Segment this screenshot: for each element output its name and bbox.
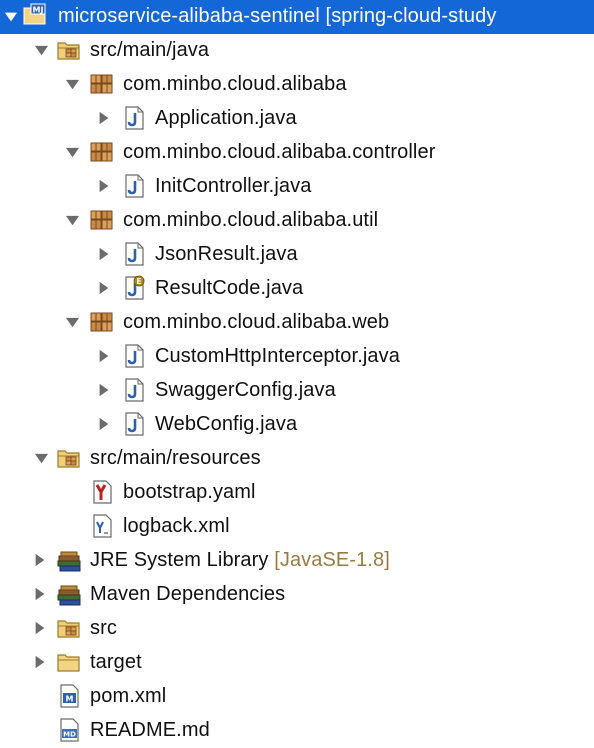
- tree-item-logback-xml[interactable]: logback.xml: [0, 509, 594, 543]
- maven-project-icon: [22, 2, 48, 28]
- expand-toggle[interactable]: [93, 169, 115, 203]
- tree-item-label: InitController.java: [155, 175, 312, 197]
- expand-toggle[interactable]: [61, 67, 83, 101]
- package-icon: [89, 139, 115, 165]
- library-name: JRE System Library: [90, 549, 269, 571]
- xml-file-icon: [89, 513, 115, 539]
- java-file-icon: [121, 173, 147, 199]
- tree-item-folder-target[interactable]: target: [0, 645, 594, 679]
- tree-item-package-web[interactable]: com.minbo.cloud.alibaba.web: [0, 305, 594, 339]
- expand-toggle[interactable]: [30, 33, 52, 67]
- tree-item-label: SwaggerConfig.java: [155, 379, 336, 401]
- tree-item-application-java[interactable]: Application.java: [0, 101, 594, 135]
- tree-item-label: README.md: [90, 719, 210, 741]
- tree-item-readme-md[interactable]: README.md: [0, 713, 594, 747]
- library-version-suffix: [JavaSE-1.8]: [274, 549, 390, 571]
- tree-item-webconfig-java[interactable]: WebConfig.java: [0, 407, 594, 441]
- java-file-icon: [121, 411, 147, 437]
- expand-toggle[interactable]: [29, 543, 51, 577]
- tree-item-customhttpinterceptor-java[interactable]: CustomHttpInterceptor.java: [0, 339, 594, 373]
- expand-toggle[interactable]: [93, 339, 115, 373]
- tree-item-folder-src[interactable]: src: [0, 611, 594, 645]
- expand-toggle[interactable]: [93, 271, 115, 305]
- expand-toggle[interactable]: [61, 305, 83, 339]
- tree-item-label: bootstrap.yaml: [123, 481, 256, 503]
- tree-item-package-util[interactable]: com.minbo.cloud.alibaba.util: [0, 203, 594, 237]
- tree-item-maven-dependencies[interactable]: Maven Dependencies: [0, 577, 594, 611]
- tree-item-label: microservice-alibaba-sentinel [spring-cl…: [58, 5, 497, 27]
- tree-item-label: logback.xml: [123, 515, 230, 537]
- tree-item-pom-xml[interactable]: pom.xml: [0, 679, 594, 713]
- tree-item-project[interactable]: microservice-alibaba-sentinel [spring-cl…: [0, 0, 594, 34]
- package-icon: [89, 71, 115, 97]
- expand-toggle[interactable]: [29, 645, 51, 679]
- library-icon: [56, 547, 82, 573]
- expand-toggle[interactable]: [93, 101, 115, 135]
- tree-item-label: pom.xml: [90, 685, 167, 707]
- folder-icon: [56, 649, 82, 675]
- tree-item-label: Maven Dependencies: [90, 583, 286, 605]
- tree-item-src-main-java[interactable]: src/main/java: [0, 33, 594, 67]
- tree-item-src-main-resources[interactable]: src/main/resources: [0, 441, 594, 475]
- expand-toggle[interactable]: [30, 441, 52, 475]
- tree-item-jsonresult-java[interactable]: JsonResult.java: [0, 237, 594, 271]
- expand-toggle[interactable]: [61, 203, 83, 237]
- expand-toggle[interactable]: [93, 373, 115, 407]
- java-file-icon: [121, 377, 147, 403]
- tree-item-package-controller[interactable]: com.minbo.cloud.alibaba.controller: [0, 135, 594, 169]
- tree-item-label: src: [90, 617, 117, 639]
- tree-item-bootstrap-yaml[interactable]: bootstrap.yaml: [0, 475, 594, 509]
- package-icon: [89, 309, 115, 335]
- tree-item-label: CustomHttpInterceptor.java: [155, 345, 400, 367]
- tree-item-label: ResultCode.java: [155, 277, 304, 299]
- expand-toggle[interactable]: [29, 611, 51, 645]
- tree-item-label: com.minbo.cloud.alibaba.controller: [123, 141, 436, 163]
- maven-pom-icon: [56, 683, 82, 709]
- source-folder-icon: [56, 37, 82, 63]
- tree-item-label: src/main/resources: [90, 447, 261, 469]
- library-icon: [56, 581, 82, 607]
- java-enum-file-icon: [121, 275, 147, 301]
- tree-item-label: JRE System Library [JavaSE-1.8]: [90, 543, 390, 577]
- folder-icon: [56, 615, 82, 641]
- source-folder-icon: [56, 445, 82, 471]
- tree-item-label: src/main/java: [90, 39, 210, 61]
- java-file-icon: [121, 241, 147, 267]
- yaml-file-icon: [89, 479, 115, 505]
- expand-toggle[interactable]: [0, 0, 22, 34]
- tree-item-label: WebConfig.java: [155, 413, 298, 435]
- tree-item-jre-system-library[interactable]: JRE System Library [JavaSE-1.8]: [0, 543, 594, 577]
- expand-toggle[interactable]: [93, 237, 115, 271]
- markdown-file-icon: [56, 717, 82, 743]
- java-file-icon: [121, 343, 147, 369]
- tree-item-initcontroller-java[interactable]: InitController.java: [0, 169, 594, 203]
- tree-item-package-alibaba[interactable]: com.minbo.cloud.alibaba: [0, 67, 594, 101]
- tree-item-label: Application.java: [155, 107, 297, 129]
- tree-item-label: JsonResult.java: [155, 243, 298, 265]
- expand-toggle[interactable]: [93, 407, 115, 441]
- package-icon: [89, 207, 115, 233]
- java-file-icon: [121, 105, 147, 131]
- tree-item-label: com.minbo.cloud.alibaba: [123, 73, 347, 95]
- tree-item-label: com.minbo.cloud.alibaba.web: [123, 311, 390, 333]
- expand-toggle[interactable]: [61, 135, 83, 169]
- tree-item-label: target: [90, 651, 142, 673]
- tree-item-swaggerconfig-java[interactable]: SwaggerConfig.java: [0, 373, 594, 407]
- tree-item-resultcode-java[interactable]: ResultCode.java: [0, 271, 594, 305]
- expand-toggle[interactable]: [29, 577, 51, 611]
- tree-item-label: com.minbo.cloud.alibaba.util: [123, 209, 379, 231]
